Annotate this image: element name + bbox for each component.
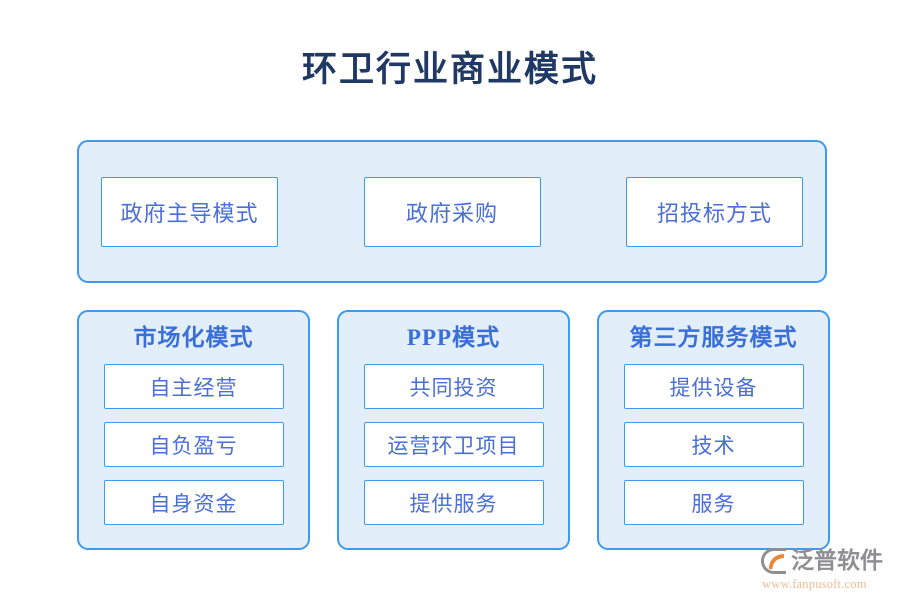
column-cell-self-operation[interactable]: 自主经营 (103, 364, 284, 409)
column-header-marketization: 市场化模式 (133, 325, 254, 350)
column-cell-service[interactable]: 服务 (623, 480, 804, 525)
column-header-ppp: PPP模式 (406, 325, 501, 350)
page-title: 环卫行业商业模式 (301, 50, 598, 89)
column-header-third-party-service: 第三方服务模式 (629, 325, 798, 350)
top-cell-bidding-method[interactable]: 招投标方式 (626, 176, 803, 247)
column-third-party-service-mode: 第三方服务模式 提供设备 技术 服务 (597, 310, 830, 550)
column-items-third-party: 提供设备 技术 服务 (599, 364, 828, 525)
column-items-ppp: 共同投资 运营环卫项目 提供服务 (339, 364, 568, 525)
column-cell-own-funds[interactable]: 自身资金 (103, 480, 284, 525)
top-panel-government-group: 政府主导模式 政府采购 招投标方式 (77, 140, 827, 283)
top-cell-government-led[interactable]: 政府主导模式 (101, 176, 278, 247)
column-cell-self-profit-loss[interactable]: 自负盈亏 (103, 422, 284, 467)
column-cell-operate-sanitation-project[interactable]: 运营环卫项目 (363, 422, 544, 467)
fanpu-swoosh-logo-icon (760, 547, 788, 575)
column-cell-provide-service[interactable]: 提供服务 (363, 480, 544, 525)
watermark-brand-text: 泛普软件 (791, 548, 883, 573)
column-cell-technology[interactable]: 技术 (623, 422, 804, 467)
column-cell-joint-investment[interactable]: 共同投资 (363, 364, 544, 409)
watermark-url-text: www.fanpusoft.com (762, 577, 867, 591)
column-ppp-mode: PPP模式 共同投资 运营环卫项目 提供服务 (337, 310, 570, 550)
top-panel-cell-row: 政府主导模式 政府采购 招投标方式 (79, 142, 825, 281)
column-items-marketization: 自主经营 自负盈亏 自身资金 (79, 364, 308, 525)
column-cell-provide-equipment[interactable]: 提供设备 (623, 364, 804, 409)
column-marketization-mode: 市场化模式 自主经营 自负盈亏 自身资金 (77, 310, 310, 550)
watermark-logo-row: 泛普软件 (760, 546, 895, 576)
watermark-logo: 泛普软件 www.fanpusoft.com (760, 546, 895, 594)
top-cell-government-procurement[interactable]: 政府采购 (363, 176, 541, 247)
